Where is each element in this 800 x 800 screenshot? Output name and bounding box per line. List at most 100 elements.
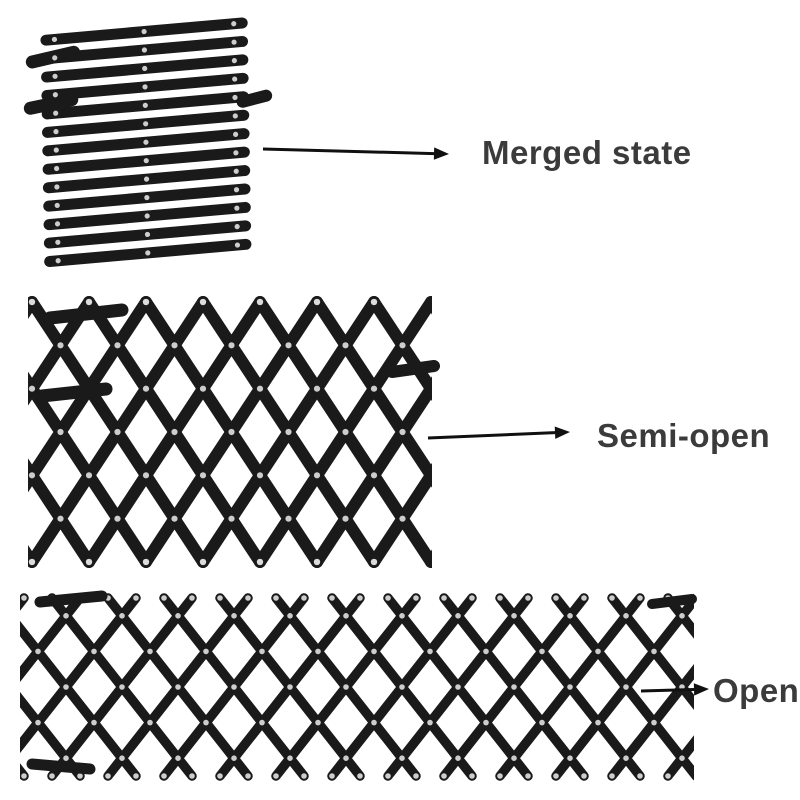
rivet-dot [259,719,265,726]
rivet-dot [114,428,121,436]
rivet-dot [245,595,251,601]
rivet-dot [371,719,377,726]
rivet-dot [370,558,378,566]
rivet-dot [142,102,148,108]
rivet-dot [144,194,150,201]
rivet-dot [342,342,349,349]
rivet-dot [21,595,27,601]
rivet-dot [455,684,461,690]
rivet-dot [54,184,60,190]
rivet-dot [21,773,27,779]
rivet-dot [189,595,195,601]
rivet-dot [143,121,149,127]
rivet-dot [91,719,97,726]
rivet-dot [399,515,406,522]
rivet-dot [441,773,447,779]
rivet-dot [175,684,181,690]
arrow-right-icon [693,683,709,696]
rivet-dot [119,613,125,619]
rivet-dot [171,428,178,436]
gate-slat [28,296,38,320]
rivet-dot [143,176,150,182]
rivet-dot [54,202,60,209]
rivet-dot [228,428,235,436]
rivet-dot [553,773,559,779]
rivet-dot [53,129,59,135]
gate-slat [425,549,432,568]
rivet-dot [413,773,419,779]
rivet-dot [161,595,167,601]
rivet-dot [52,55,58,61]
rivet-dot [370,385,378,392]
rivet-dot [525,773,531,779]
rivet-dot [105,773,111,779]
gate-slat [425,296,432,315]
rivet-dot [171,342,178,349]
rivet-dot [623,755,629,761]
rivet-dot [231,684,237,690]
open-label: Open [713,672,800,709]
merged-state-label: Merged state [482,134,692,171]
rivet-dot [595,648,601,655]
rivet-dot [651,648,657,655]
rivet-dot [91,648,97,655]
rivet-dot [199,472,207,479]
rivet-dot [233,131,239,137]
rivet-dot [143,158,149,164]
gate-handle [23,93,79,115]
rivet-dot [371,648,377,655]
rivet-dot [497,773,503,779]
rivet-dot [469,595,475,601]
rivet-dot [234,205,240,211]
rivet-dot [329,773,335,779]
rivet-dot [141,28,147,35]
rivet-dot [142,472,150,479]
rivet-dot [54,221,61,227]
gate-slat [28,296,95,406]
rivet-dot [231,21,237,27]
rivet-dot [301,773,307,779]
rivet-dot [234,242,241,248]
rivet-dot [52,92,58,98]
rivet-dot [370,472,378,479]
rivet-dot [231,39,237,45]
rivet-dot [114,515,121,522]
rivet-dot [581,773,587,779]
rivet-dot [287,684,293,690]
rivet-dot [609,773,615,779]
rivet-dot [144,231,151,238]
gate-handle [26,758,96,775]
rivet-dot [315,719,321,726]
rivet-dot [85,472,93,479]
rivet-dot [343,755,349,761]
rivet-dot [455,755,461,761]
rivet-dot [313,472,321,479]
rivet-dot [133,595,139,601]
gate-handle [43,303,129,325]
rivet-dot [143,139,149,145]
rivet-dot [287,755,293,761]
rivet-dot [609,595,615,601]
rivet-dot [77,773,83,779]
rivet-dot [285,428,292,436]
rivet-dot [343,684,349,690]
rivet-dot [259,648,265,655]
rivet-dot [427,719,433,726]
rivet-dot [199,298,207,306]
rivet-dot [623,684,629,690]
rivet-dot [234,224,240,230]
rivet-dot [231,58,237,64]
rivet-dot [57,428,64,436]
rivet-dot [233,187,240,193]
rivet-dot [133,773,139,779]
semi-open-gate-image [28,296,440,568]
rivet-dot [427,648,433,655]
rivet-dot [57,342,64,349]
rivet-dot [679,613,685,619]
rivet-dot [511,684,517,690]
semi-open-label: Semi-open [597,417,771,454]
rivet-dot [637,773,643,779]
rivet-dot [357,773,363,779]
rivet-dot [63,684,69,690]
rivet-dot [232,94,238,101]
